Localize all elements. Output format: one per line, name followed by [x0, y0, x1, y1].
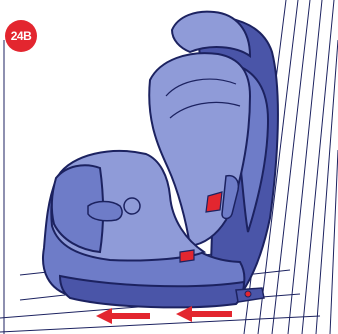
harness-buckle — [88, 202, 122, 221]
arrow-left-icon — [176, 306, 232, 322]
arrow-left-icon — [96, 308, 150, 324]
belt-guide-marker-lower — [180, 250, 194, 262]
step-number-badge: 24B — [5, 20, 37, 52]
harness-knob — [124, 198, 140, 214]
isofix-indicator — [245, 291, 251, 297]
step-number-label: 24B — [11, 29, 32, 43]
